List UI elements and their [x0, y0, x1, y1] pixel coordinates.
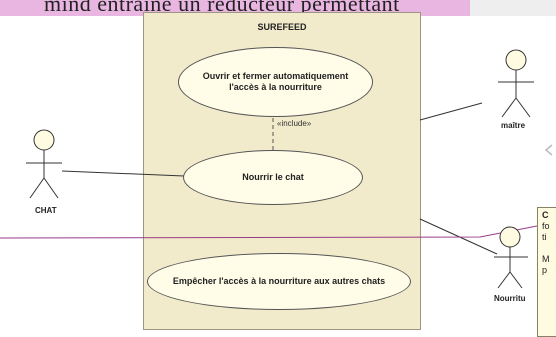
note-line-6: p — [542, 265, 548, 275]
maitre-association — [419, 102, 483, 121]
diagram-connectors — [0, 49, 553, 289]
chat-actor-label: CHAT — [35, 206, 57, 215]
note-line-1: C — [542, 210, 549, 220]
maitre-actor-label: maître — [501, 121, 526, 130]
note-connector-line — [0, 225, 538, 239]
chevron-left-icon — [544, 144, 553, 156]
comment-note: C fo ti M p — [537, 207, 556, 337]
usecase-prevent-access: Empêcher l'accès à la nourriture aux aut… — [147, 253, 411, 310]
nourriture-association — [419, 218, 498, 255]
header-gray-area — [470, 0, 556, 16]
usecase-feed-cat: Nourrir le chat — [183, 150, 363, 205]
usecase-open-close: Ouvrir et fermer automatiquement l'accès… — [178, 47, 373, 117]
system-title: SUREFEED — [257, 22, 307, 32]
nourriture-actor-icon — [494, 226, 528, 289]
chat-association — [61, 170, 185, 177]
chat-actor-icon — [26, 129, 62, 199]
maitre-actor-icon — [498, 49, 534, 118]
include-stereotype: «include» — [277, 119, 312, 128]
note-line-2: fo — [542, 221, 550, 231]
note-line-5: M — [542, 254, 550, 264]
nourriture-actor-label: Nourritu — [494, 294, 526, 303]
note-line-3: ti — [542, 232, 547, 242]
note-line-4 — [542, 243, 556, 254]
